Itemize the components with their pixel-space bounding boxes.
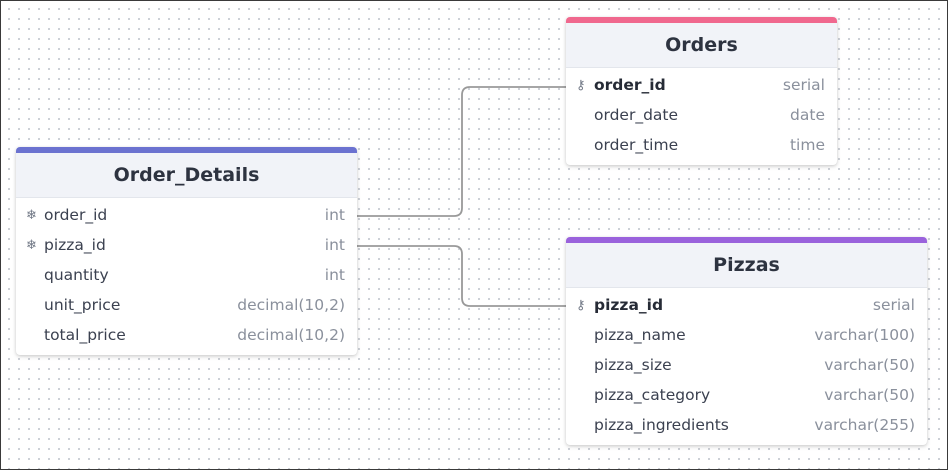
column-row-unit-price[interactable]: unit_price decimal(10,2)	[16, 290, 357, 320]
key-icon: ⚷	[576, 77, 586, 93]
column-type: time	[789, 136, 825, 154]
column-row-order-time[interactable]: order_time time	[566, 130, 837, 160]
column-row-order-id[interactable]: ❄ order_id int	[16, 200, 357, 230]
column-row-pizza-size[interactable]: pizza_size varchar(50)	[566, 350, 927, 380]
column-name: pizza_id	[44, 236, 106, 254]
column-name: unit_price	[44, 296, 121, 314]
column-type: int	[324, 236, 345, 254]
column-row-pizza-id[interactable]: ❄ pizza_id int	[16, 230, 357, 260]
column-type: varchar(50)	[824, 386, 915, 404]
column-type: serial	[782, 76, 825, 94]
snowflake-icon: ❄	[26, 237, 37, 253]
relationship-line-pizza-id[interactable]	[357, 245, 566, 307]
column-type: decimal(10,2)	[237, 326, 345, 344]
column-row-order-id[interactable]: ⚷ order_id serial	[566, 70, 837, 100]
column-name: order_date	[594, 106, 679, 124]
column-type: serial	[872, 296, 915, 314]
column-row-pizza-id[interactable]: ⚷ pizza_id serial	[566, 290, 927, 320]
column-row-quantity[interactable]: quantity int	[16, 260, 357, 290]
column-row-pizza-name[interactable]: pizza_name varchar(100)	[566, 320, 927, 350]
column-type: varchar(100)	[814, 326, 915, 344]
column-name: pizza_id	[594, 296, 664, 314]
relationship-line-order-id[interactable]	[357, 86, 566, 217]
table-accent-bar	[16, 147, 357, 153]
key-icon: ⚷	[576, 297, 586, 313]
column-row-total-price[interactable]: total_price decimal(10,2)	[16, 320, 357, 350]
column-name: pizza_size	[594, 356, 672, 374]
table-title: Orders	[566, 23, 837, 68]
column-list: ⚷ order_id serial order_date date order_time t…	[566, 68, 837, 160]
column-name: order_time	[594, 136, 679, 154]
column-name: pizza_name	[594, 326, 686, 344]
table-title: Order_Details	[16, 153, 357, 198]
column-name: order_id	[594, 76, 666, 94]
column-name: pizza_ingredients	[594, 416, 729, 434]
column-type: varchar(50)	[824, 356, 915, 374]
column-row-pizza-category[interactable]: pizza_category varchar(50)	[566, 380, 927, 410]
column-row-order-date[interactable]: order_date date	[566, 100, 837, 130]
column-type: int	[324, 266, 345, 284]
column-type: decimal(10,2)	[237, 296, 345, 314]
column-name: quantity	[44, 266, 109, 284]
column-name: total_price	[44, 326, 126, 344]
table-title: Pizzas	[566, 243, 927, 288]
table-accent-bar	[566, 17, 837, 23]
column-type: int	[324, 206, 345, 224]
snowflake-icon: ❄	[26, 207, 37, 223]
column-name: order_id	[44, 206, 108, 224]
column-name: pizza_category	[594, 386, 711, 404]
column-type: varchar(255)	[814, 416, 915, 434]
column-type: date	[790, 106, 825, 124]
table-accent-bar	[566, 237, 927, 243]
pizzas-table[interactable]: Pizzas ⚷ pizza_id serial pizza_name varchar(…	[566, 237, 927, 445]
column-row-pizza-ingredients[interactable]: pizza_ingredients varchar(255)	[566, 410, 927, 440]
